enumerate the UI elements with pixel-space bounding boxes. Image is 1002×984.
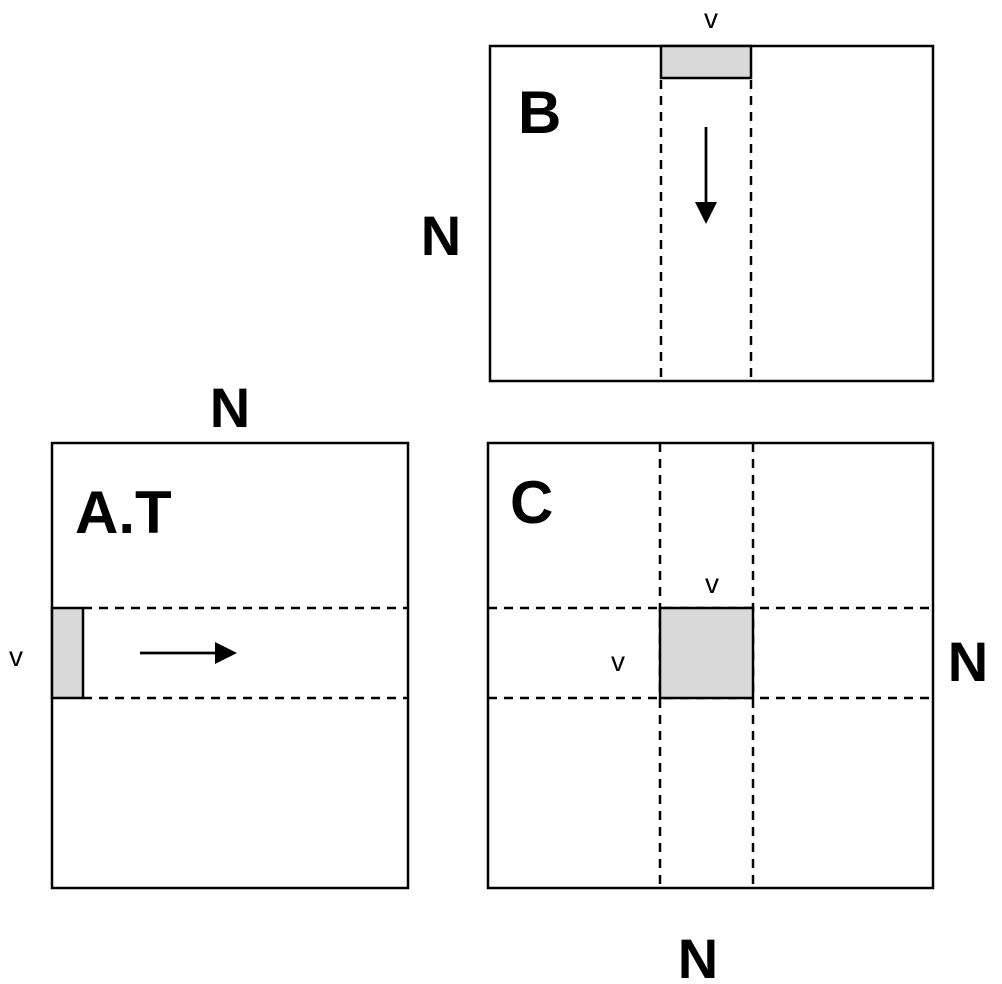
matrix-c-tile-height-label: v <box>611 646 625 677</box>
down-arrow-icon <box>695 127 717 224</box>
matrix-at-tile <box>50 606 85 700</box>
matrix-b-tile-width-label: v <box>704 3 718 34</box>
matrix-at-group: A.T N v <box>9 376 410 890</box>
matrix-c-tile <box>658 606 755 700</box>
matrix-b-tile <box>659 44 753 80</box>
matrix-c-cols-dim-label: N <box>678 927 718 984</box>
matrix-b-group: B N v <box>421 3 935 383</box>
matrix-c-tile-width-label: v <box>705 568 719 599</box>
matrix-at-label: A.T <box>75 479 172 546</box>
matrix-at-tile-height-label: v <box>9 641 23 672</box>
matrix-at-cols-dim-label: N <box>210 376 250 439</box>
matrix-c-rows-dim-label: N <box>948 630 988 693</box>
matrix-c-group: C v v N N <box>486 441 988 984</box>
matrix-c-label: C <box>510 469 553 536</box>
matrix-b-label: B <box>518 79 561 146</box>
right-arrow-icon <box>140 642 237 664</box>
matrix-b-rows-dim-label: N <box>421 204 461 267</box>
matrix-c-outline <box>486 441 935 890</box>
